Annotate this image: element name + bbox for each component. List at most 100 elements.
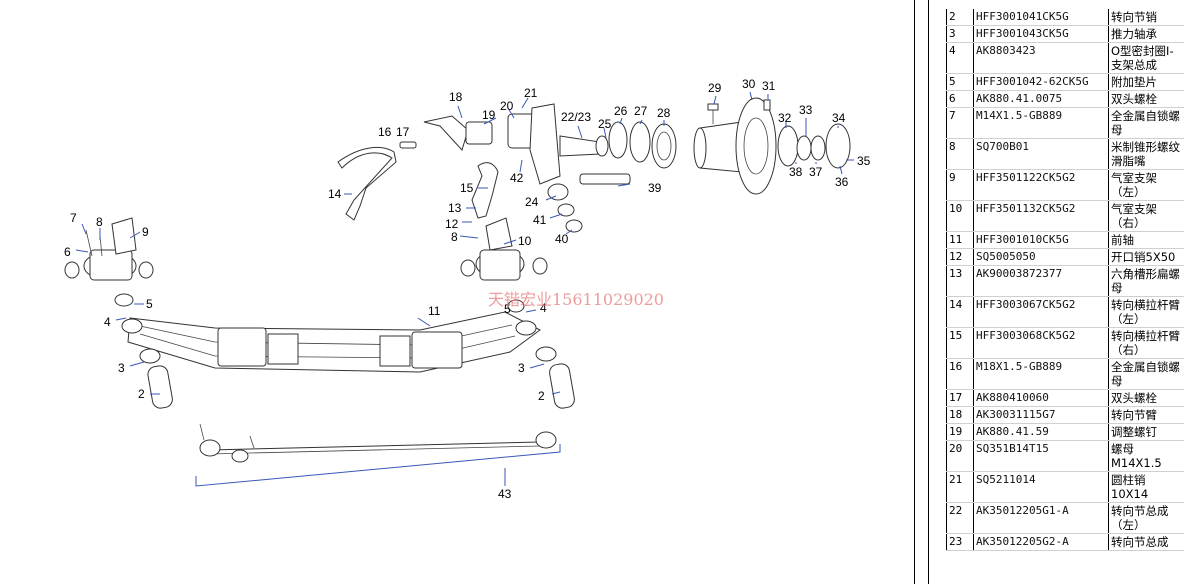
callout-41: 41	[533, 213, 547, 227]
callout-39: 39	[648, 181, 662, 195]
callout-2-left: 2	[138, 387, 145, 401]
part-name-cell: 转向节臂	[1108, 406, 1184, 424]
callout-5-right: 5	[504, 302, 511, 316]
part-name-cell: 转向节总成	[1108, 533, 1184, 551]
part-code-cell: HFF3501122CK5G2	[973, 169, 1109, 201]
callout-18: 18	[449, 90, 463, 104]
part-number-cell: 3	[946, 25, 974, 43]
part-name-cell: 六角槽形扁螺 母	[1108, 265, 1184, 297]
part-number-cell: 8	[946, 138, 974, 170]
part-name-cell: 转向横拉杆臂 （左）	[1108, 296, 1184, 328]
part-code-cell: HFF3001010CK5G	[973, 231, 1109, 249]
part-code-cell: M18X1.5-GB889	[973, 358, 1109, 390]
callout-22-23: 22/23	[561, 110, 591, 124]
part-name-cell: O型密封圈I- 支架总成	[1108, 42, 1184, 74]
part-number-cell: 10	[946, 200, 974, 232]
callout-15: 15	[460, 181, 474, 195]
callout-5-left: 5	[146, 297, 153, 311]
right-knuckle-group	[460, 217, 575, 409]
callout-30: 30	[742, 77, 756, 91]
callout-2-right: 2	[538, 389, 545, 403]
part-name-cell: 气室支架 （右）	[1108, 200, 1184, 232]
part-number-cell: 14	[946, 296, 974, 328]
callout-10: 10	[518, 234, 532, 248]
part-code-cell: HFF3501132CK5G2	[973, 200, 1109, 232]
callout-36: 36	[835, 175, 849, 189]
callout-29: 29	[708, 81, 722, 95]
part-code-cell: SQ700B01	[973, 138, 1109, 170]
part-name-cell: 开口销5X50	[1108, 248, 1184, 266]
callout-7: 7	[70, 211, 77, 225]
callout-43: 43	[498, 487, 512, 501]
part-name-cell: 调整螺钉	[1108, 423, 1184, 441]
part-name-cell: 圆柱销10X14	[1108, 471, 1184, 503]
part-name-cell: 双头螺栓	[1108, 389, 1184, 407]
part-code-cell: SQ5005050	[973, 248, 1109, 266]
part-code-cell: HFF3003067CK5G2	[973, 296, 1109, 328]
callout-3-left: 3	[118, 361, 125, 375]
callout-14: 14	[328, 187, 342, 201]
callout-32: 32	[778, 111, 792, 125]
part-code-cell: AK8803423	[973, 42, 1109, 74]
part-name-cell: 双头螺栓	[1108, 90, 1184, 108]
part-code-cell: HFF3001042-62CK5G	[973, 73, 1109, 91]
callout-21: 21	[524, 86, 538, 100]
part-number-cell: 2	[946, 9, 974, 26]
part-name-cell: 前轴	[1108, 231, 1184, 249]
part-number-cell: 23	[946, 533, 974, 551]
part-name-cell: 气室支架 （左）	[1108, 169, 1184, 201]
steering-arms	[337, 115, 499, 221]
part-code-cell: HFF3003068CK5G2	[973, 327, 1109, 359]
callout-13: 13	[448, 201, 462, 215]
part-code-cell: HFF3001043CK5G	[973, 25, 1109, 43]
callout-11: 11	[428, 304, 441, 318]
part-name-cell: 全金属自锁螺 母	[1108, 358, 1184, 390]
callout-3-right: 3	[518, 361, 525, 375]
callout-8-left: 8	[96, 215, 103, 229]
part-code-cell: AK90003872377	[973, 265, 1109, 297]
part-number-cell: 9	[946, 169, 974, 201]
part-name-cell: 转向节总成 （左）	[1108, 502, 1184, 534]
tie-rod	[199, 423, 557, 463]
leader-lines	[75, 91, 854, 487]
part-name-cell: 全金属自锁螺 母	[1108, 107, 1184, 139]
callout-19: 19	[482, 108, 496, 122]
part-number-cell: 4	[946, 42, 974, 74]
bearings	[608, 121, 677, 169]
part-number-cell: 22	[946, 502, 974, 534]
callout-12: 12	[445, 217, 459, 231]
callout-26: 26	[614, 104, 628, 118]
callout-24: 24	[525, 195, 539, 209]
part-name-cell: 转向节销	[1108, 9, 1184, 26]
callout-33: 33	[799, 103, 813, 117]
part-name-cell: 螺母 M14X1.5	[1108, 440, 1184, 472]
callout-16: 16	[378, 125, 392, 139]
callout-34: 34	[832, 111, 846, 125]
callout-4-right: 4	[540, 301, 547, 315]
part-number-cell: 18	[946, 406, 974, 424]
divider-line-2	[928, 0, 929, 584]
callout-6: 6	[64, 245, 71, 259]
part-number-cell: 6	[946, 90, 974, 108]
part-code-cell: HFF3001041CK5G	[973, 9, 1109, 26]
part-number-cell: 16	[946, 358, 974, 390]
part-code-cell: SQ351B14T15	[973, 440, 1109, 472]
callout-37: 37	[809, 165, 823, 179]
part-name-cell: 转向横拉杆臂 （右）	[1108, 327, 1184, 359]
watermark-text: 天锴宏业15611029020	[488, 290, 664, 309]
callout-20: 20	[500, 99, 514, 113]
left-knuckle-group	[64, 217, 173, 409]
